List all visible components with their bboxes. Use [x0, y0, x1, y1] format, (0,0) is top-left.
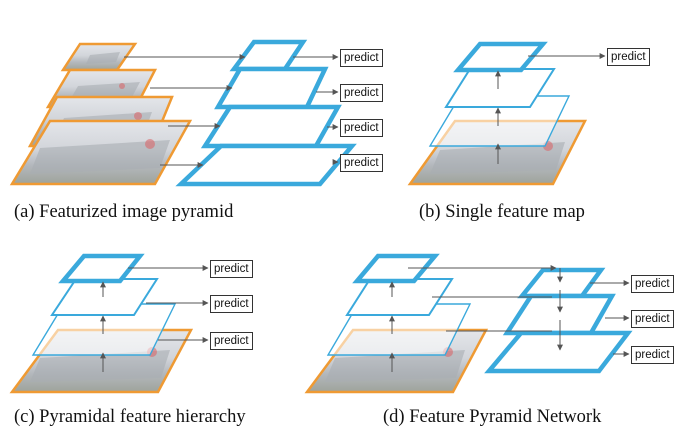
caption-b: (b) Single feature map	[419, 202, 585, 222]
panel-d-feature-pyramid-network	[304, 253, 633, 394]
panel-a-feature-map-4	[175, 143, 357, 187]
caption-a: (a) Featurized image pyramid	[14, 202, 234, 222]
panel-a-feature-map-1	[229, 39, 308, 72]
panel-a-image-level-4	[9, 119, 193, 186]
panel-c-pyramidal-feature-hierarchy	[9, 253, 209, 394]
panel-b-single-feature-map	[407, 41, 606, 186]
panel-d-predict-label-1: predict	[631, 275, 674, 293]
panel-c-predict-label-1: predict	[210, 260, 253, 278]
panel-a-predict-label-3: predict	[340, 119, 383, 137]
panel-d-predict-label-3: predict	[631, 346, 674, 364]
caption-c: (c) Pyramidal feature hierarchy	[14, 407, 246, 427]
panel-a-feature-map-3	[200, 104, 342, 149]
caption-d: (d) Feature Pyramid Network	[383, 407, 602, 427]
panel-a-featurized-image-pyramid	[9, 39, 357, 187]
panel-a-feature-map-2	[214, 66, 329, 110]
panel-d-bottom-up-level-1	[352, 253, 440, 284]
panel-d-top-down-level-1	[517, 267, 606, 299]
panel-b-predict-label: predict	[607, 48, 650, 66]
panel-c-feature-map-1	[58, 253, 145, 284]
panel-d-bottom-up-level-2	[345, 278, 454, 316]
panel-c-predict-label-3: predict	[210, 332, 253, 350]
panel-c-feature-map-2	[50, 278, 159, 316]
panel-a-predict-label-1: predict	[340, 49, 383, 67]
panel-a-predict-label-2: predict	[340, 84, 383, 102]
panel-a-predict-label-4: predict	[340, 154, 383, 172]
panel-b-layer-2	[444, 68, 556, 108]
panel-d-top-down-level-3	[484, 330, 633, 374]
panel-d-predict-label-2: predict	[631, 310, 674, 328]
panel-b-top-feature-map	[453, 41, 548, 73]
panel-c-predict-label-2: predict	[210, 295, 253, 313]
